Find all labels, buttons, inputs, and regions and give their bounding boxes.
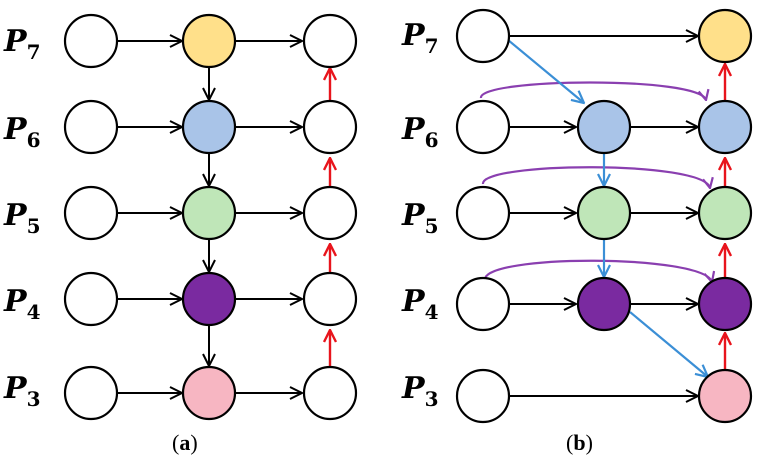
- node-a-p6-output: [302, 99, 358, 155]
- node-a-p7-input: [63, 13, 119, 69]
- arrow-b-skip-p5: [481, 166, 710, 188]
- node-b-p4-input: [455, 276, 511, 332]
- level-label-a-p3: P3: [3, 371, 40, 411]
- level-label-a-p4: P4: [3, 284, 41, 324]
- node-b-p4-mid: [576, 276, 632, 332]
- level-label-a-p7: P7: [3, 24, 40, 64]
- node-b-p3-output: [697, 368, 753, 424]
- node-a-p4-output: [302, 271, 358, 327]
- panel-a: P7 P6 P5 P4 P3: [3, 13, 358, 455]
- node-a-p5-output: [302, 185, 358, 241]
- node-b-p5-input: [455, 185, 511, 241]
- node-a-p3-mid: [181, 365, 237, 421]
- node-b-p4-output: [697, 276, 753, 332]
- node-a-p4-input: [63, 271, 119, 327]
- level-label-a-p5: P5: [3, 198, 40, 238]
- node-b-p6-output: [697, 99, 753, 155]
- level-label-a-p6: P6: [3, 112, 40, 152]
- arrow-b-p4-to-p3: [629, 311, 708, 377]
- level-label-b-p7: P7: [401, 18, 438, 58]
- arrow-b-p7-to-p6: [507, 39, 584, 103]
- node-a-p5-input: [63, 185, 119, 241]
- node-b-p6-mid: [576, 99, 632, 155]
- level-label-b-p4: P4: [401, 284, 439, 324]
- node-a-p6-input: [63, 99, 119, 155]
- panel-b: P7 P6 P5 P4 P3: [401, 8, 753, 455]
- caption-a: (a): [172, 430, 198, 455]
- node-b-p7-input: [455, 8, 511, 64]
- node-b-p3-input: [455, 368, 511, 424]
- arrow-b-skip-p6: [479, 81, 706, 101]
- node-a-p4-mid: [181, 271, 237, 327]
- node-a-p3-output: [302, 365, 358, 421]
- node-b-p5-output: [697, 185, 753, 241]
- node-a-p7-output: [302, 13, 358, 69]
- node-a-p6-mid: [181, 99, 237, 155]
- level-label-b-p5: P5: [401, 198, 438, 238]
- node-b-p7-output: [697, 8, 753, 64]
- node-b-p6-input: [455, 99, 511, 155]
- node-a-p3-input: [63, 365, 119, 421]
- node-b-p5-mid: [576, 185, 632, 241]
- level-label-b-p3: P3: [401, 371, 438, 411]
- arrow-b-skip-p4: [483, 259, 712, 282]
- node-a-p5-mid: [181, 185, 237, 241]
- level-label-b-p6: P6: [401, 112, 438, 152]
- caption-b: (b): [566, 430, 593, 455]
- node-a-p7-mid: [181, 13, 237, 69]
